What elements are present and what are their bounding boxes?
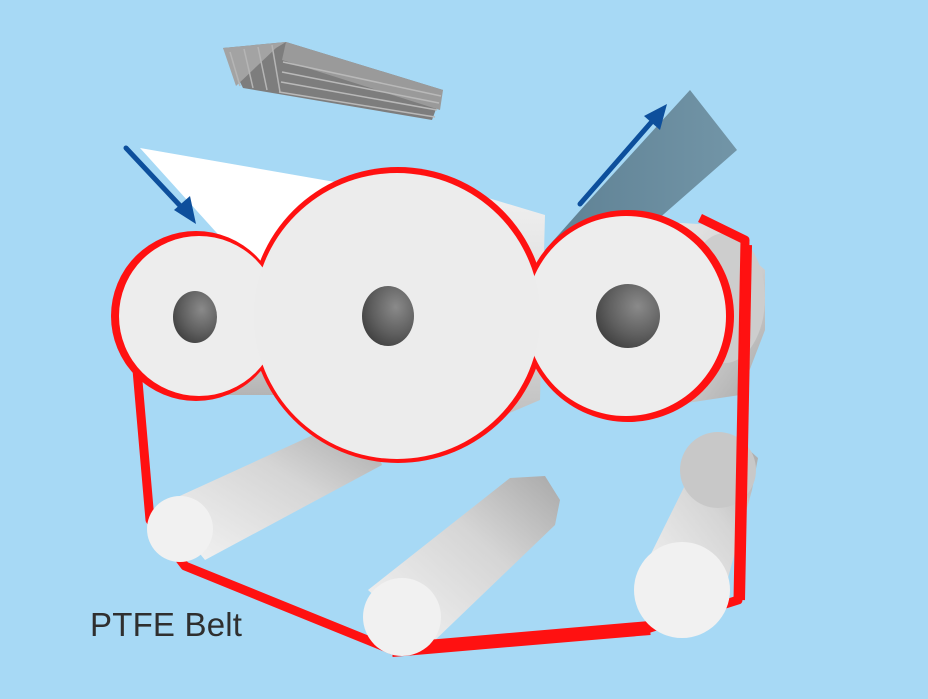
right-roller-hole xyxy=(596,284,660,348)
belt-label: PTFE Belt xyxy=(90,606,243,643)
lower-roller-right-face xyxy=(634,542,730,638)
fabric-stack xyxy=(223,42,443,120)
lower-roller-left-body xyxy=(160,425,382,560)
output-arrow xyxy=(577,104,667,207)
lower-roller-left-face xyxy=(147,496,213,562)
lower-roller-mid-face xyxy=(363,578,441,656)
center-roller-hole xyxy=(362,286,414,346)
input-arrow xyxy=(123,145,196,224)
left-roller-hole xyxy=(173,291,217,343)
